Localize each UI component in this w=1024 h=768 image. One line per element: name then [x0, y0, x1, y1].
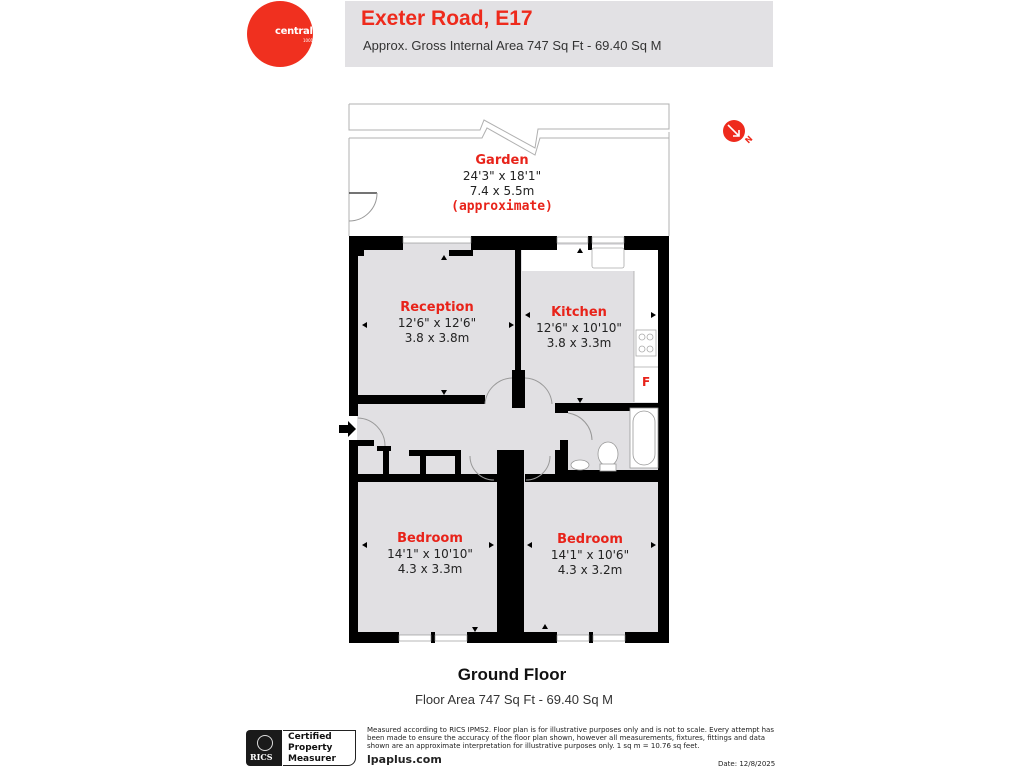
- room-kitchen: Kitchen 12'6" x 10'10" 3.8 x 3.3m: [536, 305, 622, 351]
- room-dimensions-metric: 3.8 x 3.8m: [404, 331, 470, 345]
- website-link[interactable]: lpaplus.com: [367, 753, 442, 766]
- room-dimensions-imperial: 14'1" x 10'10": [387, 547, 473, 561]
- gross-area-subtitle: Approx. Gross Internal Area 747 Sq Ft - …: [363, 38, 662, 53]
- floor-title: Ground Floor: [457, 665, 567, 684]
- room-dimensions-metric: 4.3 x 3.2m: [557, 563, 623, 577]
- room-dimensions-imperial: 12'6" x 12'6": [397, 316, 477, 330]
- room-dimensions-imperial: 12'6" x 10'10": [536, 321, 622, 335]
- rics-logo: RICS: [246, 730, 282, 766]
- room-bedroom-1: Bedroom 14'1" x 10'10" 4.3 x 3.3m: [387, 531, 473, 577]
- room-dimensions-metric: 3.8 x 3.3m: [546, 336, 612, 350]
- cert-line-1: Certified: [288, 732, 332, 742]
- plan-date: Date: 12/8/2025: [718, 760, 776, 768]
- floor-area: Floor Area 747 Sq Ft - 69.40 Sq M: [415, 692, 613, 707]
- header-banner: Exeter Road, E17 Approx. Gross Internal …: [345, 1, 773, 67]
- room-dimensions-metric: 7.4 x 5.5m: [469, 184, 535, 198]
- north-arrow-icon: N: [722, 119, 755, 145]
- room-name: Bedroom: [557, 532, 623, 547]
- compass-letter: N: [743, 134, 754, 145]
- rics-emblem-icon: [257, 735, 273, 751]
- room-garden: Garden 24'3" x 18'1" 7.4 x 5.5m (approxi…: [451, 153, 553, 215]
- brand-logo-subtext: 1001: [303, 38, 314, 43]
- brand-logo-text: central: [275, 26, 313, 37]
- brand-logo: central 1001: [247, 1, 313, 67]
- cert-line-2: Property: [288, 743, 333, 753]
- room-dimensions-imperial: 14'1" x 10'6": [550, 548, 630, 562]
- certified-measurer-badge: Certified Property Measurer: [283, 730, 356, 766]
- room-name: Garden: [475, 153, 529, 168]
- room-name: Kitchen: [551, 305, 607, 320]
- disclaimer-text: Measured according to RICS IPMS2. Floor …: [367, 726, 774, 750]
- room-reception: Reception 12'6" x 12'6" 3.8 x 3.8m: [398, 300, 476, 346]
- room-bedroom-2: Bedroom 14'1" x 10'6" 4.3 x 3.2m: [551, 532, 629, 578]
- room-name: Bedroom: [397, 531, 463, 546]
- property-title: Exeter Road, E17: [361, 7, 533, 30]
- room-dimensions-metric: 4.3 x 3.3m: [397, 562, 463, 576]
- room-dimensions-imperial: 24'3" x 18'1": [462, 169, 542, 183]
- room-name: Reception: [400, 300, 474, 315]
- fridge-label: F: [642, 375, 651, 389]
- room-note: (approximate): [451, 199, 553, 214]
- cert-line-3: Measurer: [288, 754, 336, 764]
- rics-label: RICS: [250, 752, 273, 762]
